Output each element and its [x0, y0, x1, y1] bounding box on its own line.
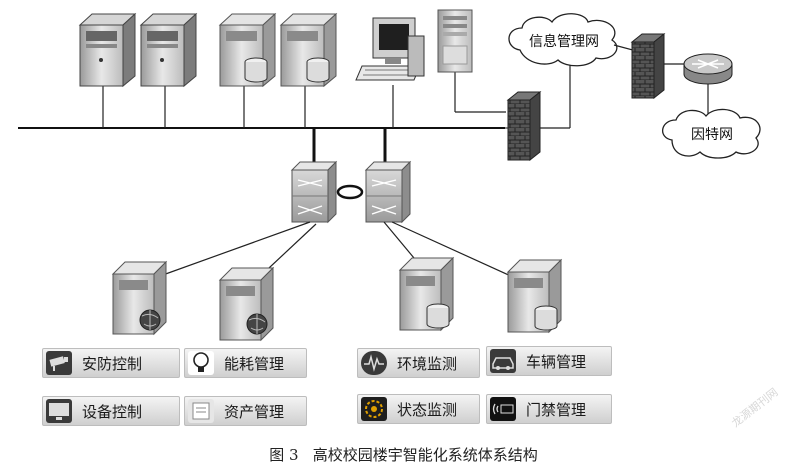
app-label: 资产管理	[224, 402, 285, 421]
web-server-bottom-1	[111, 260, 168, 336]
firewall-external	[630, 32, 666, 100]
server-top-2	[139, 12, 198, 88]
figure-caption: 图 3 高校校园楼宇智能化系统体系结构	[269, 446, 538, 464]
database-server-top-1	[218, 12, 277, 88]
app-label: 环境监测	[397, 354, 458, 373]
app-equipment-control: 设备控制	[42, 396, 180, 426]
app-label: 门禁管理	[526, 400, 587, 419]
app-status-monitoring: 状态监测	[357, 394, 480, 424]
access-card-icon	[490, 397, 516, 421]
database-server-top-2	[279, 12, 338, 88]
info-network-label: 信息管理网	[529, 33, 599, 50]
database-server-bottom-2	[506, 258, 563, 334]
app-label: 设备控制	[82, 402, 143, 421]
switch-stack-link	[336, 184, 364, 200]
app-label: 车辆管理	[526, 352, 587, 371]
car-icon	[490, 349, 516, 373]
firewall-internal	[506, 90, 542, 162]
server-top-1	[78, 12, 137, 88]
access-links	[159, 221, 525, 283]
app-security-control: 安防控制	[42, 348, 180, 378]
web-server-bottom-2	[218, 266, 275, 342]
gear-status-icon	[361, 397, 387, 421]
tower-server	[437, 9, 473, 73]
app-access-control: 门禁管理	[486, 394, 612, 424]
internet-cloud: 因特网	[662, 108, 761, 159]
router-icon	[683, 53, 733, 85]
document-icon	[188, 399, 214, 423]
core-switch-left	[290, 160, 338, 224]
waveform-monitor-icon	[361, 351, 387, 375]
app-environment-monitoring: 环境监测	[357, 348, 480, 378]
app-label: 安防控制	[82, 354, 143, 373]
internet-label: 因特网	[691, 127, 733, 143]
core-switch-right	[364, 160, 412, 224]
monitor-icon	[46, 399, 72, 423]
app-label: 状态监测	[397, 400, 458, 419]
lightbulb-icon	[188, 351, 214, 375]
top-server-drops	[102, 72, 506, 128]
app-vehicle-management: 车辆管理	[486, 346, 612, 376]
app-label: 能耗管理	[224, 354, 285, 373]
database-server-bottom-1	[398, 256, 455, 332]
cctv-camera-icon	[46, 351, 72, 375]
workstation-computer	[355, 17, 425, 81]
info-network-cloud: 信息管理网	[508, 13, 618, 67]
app-energy-management: 能耗管理	[184, 348, 307, 378]
app-asset-management: 资产管理	[184, 396, 307, 426]
